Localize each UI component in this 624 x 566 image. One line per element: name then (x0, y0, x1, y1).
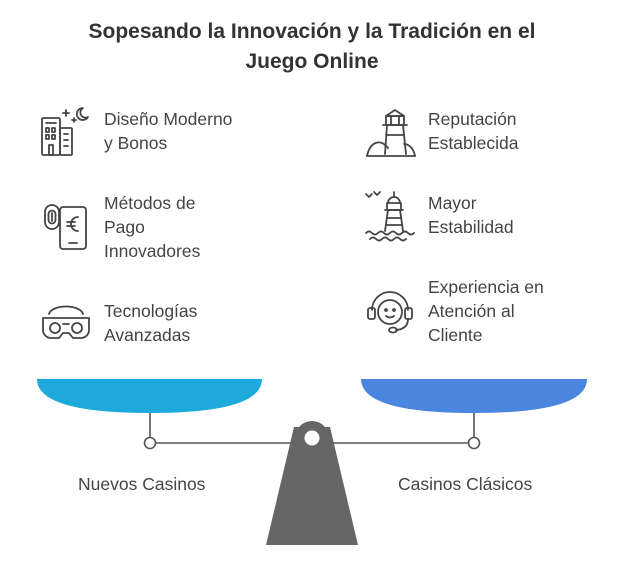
vr-headset-icon (40, 300, 92, 342)
left-item-1: Diseño Moderno y Bonos (104, 109, 233, 153)
lighthouse-waves-icon (364, 189, 418, 242)
left-side-label: Nuevos Casinos (78, 474, 206, 494)
right-pan (361, 379, 587, 413)
right-beam-end (467, 436, 481, 450)
title-line-2: Juego Online (245, 50, 379, 73)
pivot-point (304, 430, 320, 446)
right-item-2: Mayor Estabilidad (428, 193, 514, 237)
lighthouse-hill-icon (364, 106, 418, 158)
left-pan (37, 379, 262, 413)
customer-support-icon (365, 288, 415, 338)
right-item-1: Reputación Establecida (428, 109, 519, 153)
scale-stand (266, 427, 358, 545)
left-beam-end (143, 436, 157, 450)
diagram-title: Sopesando la Innovación y la Tradición e… (0, 17, 624, 77)
title-line-1: Sopesando la Innovación y la Tradición e… (88, 20, 536, 43)
payment-methods-icon (41, 196, 93, 252)
left-item-2: Métodos de Pago Innovadores (104, 193, 201, 261)
left-item-3: Tecnologías Avanzadas (104, 301, 198, 345)
right-item-3: Experiencia en Atención al Cliente (428, 277, 544, 345)
right-side-label: Casinos Clásicos (398, 474, 533, 494)
modern-design-icon (40, 106, 92, 158)
